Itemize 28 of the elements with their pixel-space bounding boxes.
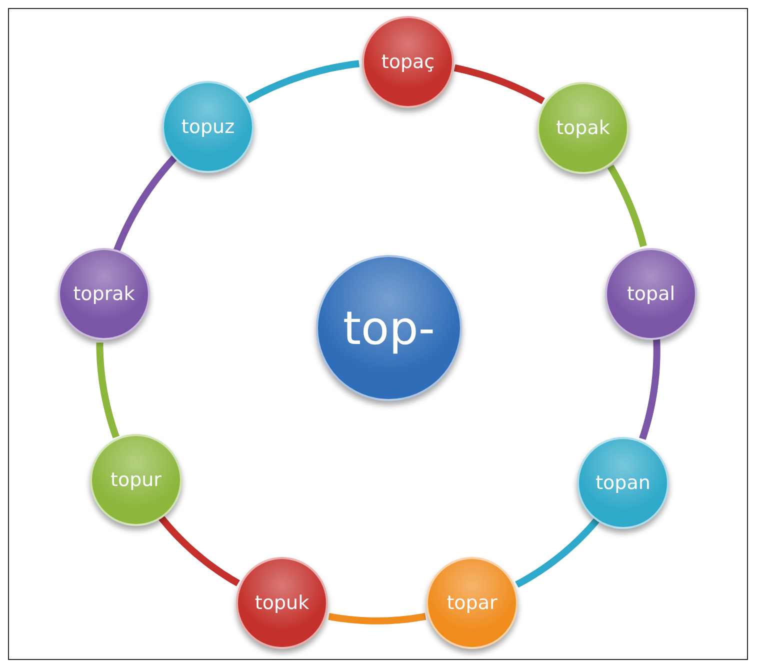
word-label: topuk: [254, 592, 310, 614]
ring-connector: [607, 164, 647, 248]
ring-connector: [113, 155, 178, 252]
word-circle: [605, 248, 697, 340]
word-circle: [236, 557, 328, 649]
word-circle: [362, 16, 454, 108]
word-circle: [90, 434, 182, 526]
word-label: topan: [596, 472, 650, 494]
word-label: topar: [446, 592, 498, 614]
word-circle: [577, 437, 669, 529]
word-circle: [426, 557, 518, 649]
word-circle: [58, 248, 150, 340]
word-circle: [537, 82, 629, 174]
word-label: topur: [110, 469, 162, 491]
ring-connector: [328, 612, 426, 624]
word-label: topuz: [181, 116, 235, 138]
word-label: topak: [556, 117, 610, 139]
ring-connector: [454, 64, 545, 104]
word-label: topaç: [381, 51, 435, 73]
ring-connector: [96, 342, 120, 438]
ring-connector: [158, 514, 240, 586]
prefix-label: top-: [343, 301, 435, 355]
ring-connector: [639, 338, 660, 440]
word-label: topal: [626, 283, 676, 305]
word-circle: [162, 81, 254, 173]
ring-connector: [246, 60, 360, 104]
word-label: toprak: [73, 283, 135, 305]
ring-connector: [515, 518, 600, 588]
